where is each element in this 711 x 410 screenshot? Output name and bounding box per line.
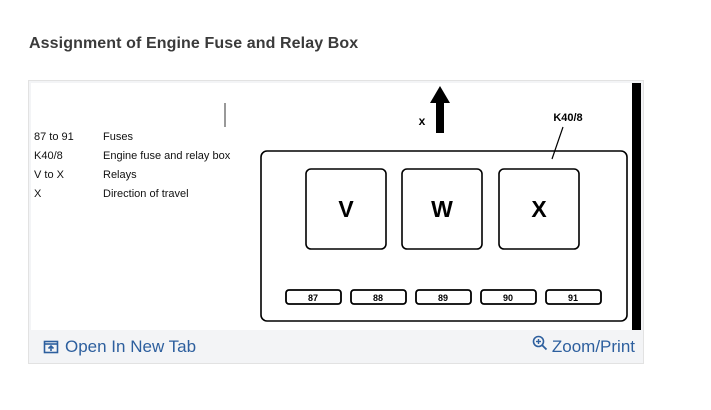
fuse-box-drawing: x K40/8 V W X [224,83,641,330]
open-in-new-tab-icon [43,339,59,355]
zoom-print-label: Zoom/Print [551,337,635,356]
fuse-label: 89 [438,293,448,303]
relay-label: W [431,196,453,222]
fuse-91: 91 [545,289,602,305]
component-callout-label: K40/8 [553,112,582,124]
zoom-print-link[interactable]: Zoom/Print [532,335,635,357]
legend-value: Fuses [103,131,133,143]
direction-arrow-icon [430,86,450,133]
figure-card: 87 to 91 Fuses K40/8 Engine fuse and rel… [28,80,644,364]
figure-actions-bar: Open In New Tab Zoom/Print [29,331,643,363]
relay-w: W [401,168,483,250]
legend-key: 87 to 91 [34,131,74,143]
legend-value: Engine fuse and relay box [103,150,231,162]
legend-value: Direction of travel [103,188,189,200]
fuse-relay-box-outline [260,150,628,322]
zoom-in-icon [532,335,548,351]
relay-x: X [498,168,580,250]
fuse-box-diagram[interactable]: 87 to 91 Fuses K40/8 Engine fuse and rel… [31,83,641,330]
fuse-label: 91 [568,293,578,303]
relay-label: V [338,196,354,222]
legend-key: V to X [34,169,64,181]
relay-v: V [305,168,387,250]
open-in-new-tab-link[interactable]: Open In New Tab [43,337,196,357]
legend-key: X [34,188,42,200]
fuse-89: 89 [415,289,472,305]
figure-edge-bar [632,83,641,330]
fuse-88: 88 [350,289,407,305]
travel-direction-label: x [419,114,426,128]
open-in-new-tab-label: Open In New Tab [65,337,197,356]
callout-leader-line [551,126,564,160]
fuse-label: 90 [503,293,513,303]
relay-label: X [531,196,547,222]
fuse-87: 87 [285,289,342,305]
fuse-label: 87 [308,293,318,303]
fuse-label: 88 [373,293,383,303]
legend-key: K40/8 [34,150,63,162]
fuse-90: 90 [480,289,537,305]
legend-value: Relays [103,169,137,181]
page-title: Assignment of Engine Fuse and Relay Box [29,35,359,52]
